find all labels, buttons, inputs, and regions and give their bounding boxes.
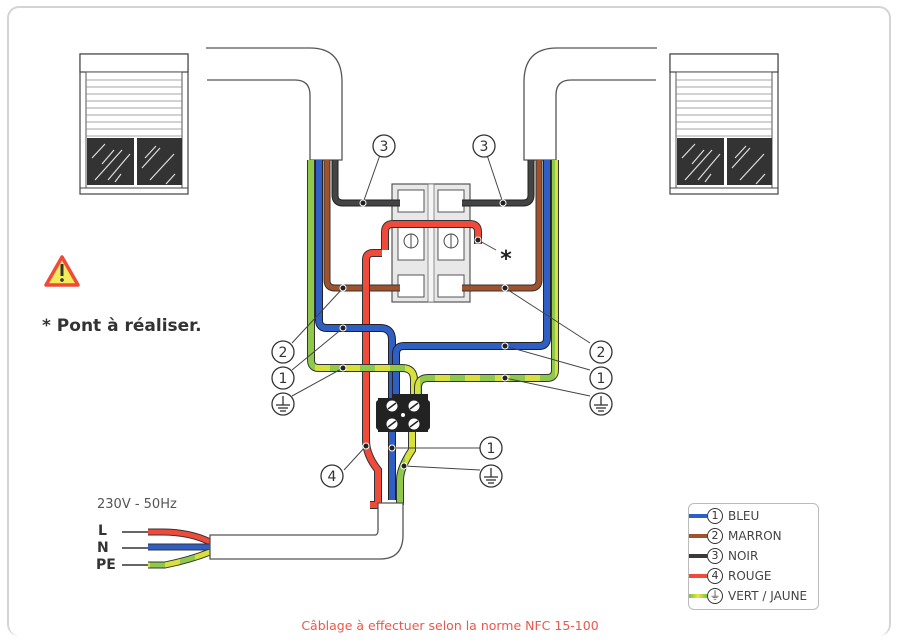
svg-text:1: 1 xyxy=(279,371,288,387)
left-earth-callout-icon xyxy=(271,392,295,416)
legend-item-brown: 2 MARRON xyxy=(689,527,782,545)
legend-item-red: 4 ROUGE xyxy=(689,567,771,585)
svg-text:2: 2 xyxy=(279,345,288,361)
legend-item-black: 3 NOIR xyxy=(689,547,758,565)
black-wire-swatch xyxy=(689,554,707,558)
left-conduit xyxy=(206,47,343,161)
left-shutter-window-icon xyxy=(79,53,189,195)
terminal-neutral: N xyxy=(97,540,109,556)
callout-left-blue: 1 xyxy=(271,366,295,390)
blue-wire-swatch xyxy=(689,514,707,518)
callout-right-brown: 2 xyxy=(589,340,613,364)
green-yellow-wire-swatch xyxy=(689,594,707,598)
callout-right-blue: 1 xyxy=(589,366,613,390)
callout-right-black: 3 xyxy=(472,134,496,158)
footer-norm-note: Câblage à effectuer selon la norme NFC 1… xyxy=(301,618,599,633)
double-switch xyxy=(391,183,471,303)
svg-text:3: 3 xyxy=(480,139,489,155)
legend-item-green-yellow: ⏚ VERT / JAUNE xyxy=(689,587,807,605)
svg-text:3: 3 xyxy=(380,139,389,155)
warning-triangle-icon xyxy=(44,255,80,287)
callout-left-black: 3 xyxy=(372,134,396,158)
callout-left-brown: 2 xyxy=(271,340,295,364)
earth-icon: ⏚ xyxy=(707,588,723,604)
bottom-earth-callout-icon xyxy=(479,464,503,488)
red-wire-swatch xyxy=(689,574,707,578)
svg-text:2: 2 xyxy=(597,345,606,361)
right-earth-callout-icon xyxy=(589,392,613,416)
svg-text:4: 4 xyxy=(328,469,337,485)
terminal-earth: PE xyxy=(96,557,116,573)
callout-bottom-red: 4 xyxy=(320,464,344,488)
brown-wire-swatch xyxy=(689,534,707,538)
legend-item-blue: 1 BLEU xyxy=(689,507,759,525)
bridge-asterisk: * xyxy=(500,247,512,272)
svg-text:1: 1 xyxy=(597,371,606,387)
terminal-live: L xyxy=(98,523,107,539)
supply-cable xyxy=(209,502,404,560)
callout-bottom-blue: 1 xyxy=(479,436,503,460)
bridge-note: * Pont à réaliser. xyxy=(42,316,202,336)
svg-text:1: 1 xyxy=(487,441,496,457)
connection-block xyxy=(376,394,430,432)
wire-color-legend: 1 BLEU 2 MARRON 3 NOIR 4 ROUGE ⏚ VERT / … xyxy=(688,503,819,610)
right-conduit xyxy=(523,47,657,161)
supply-label: 230V - 50Hz xyxy=(97,497,177,512)
diagram-frame xyxy=(7,6,891,636)
right-shutter-window-icon xyxy=(669,53,779,195)
